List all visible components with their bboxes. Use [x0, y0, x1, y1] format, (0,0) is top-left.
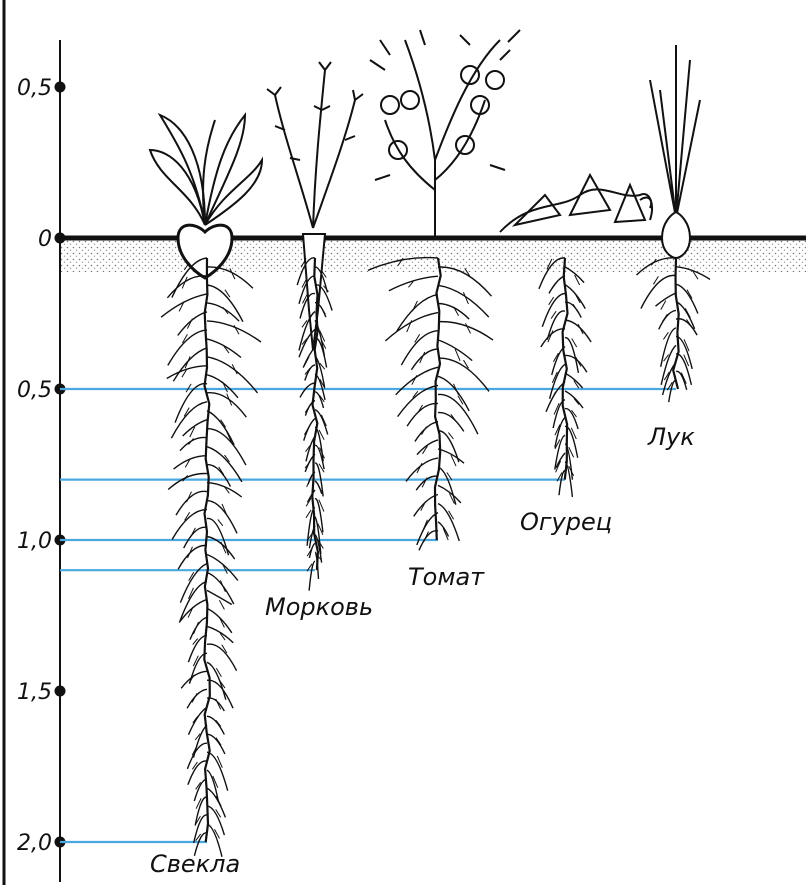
soil-band	[60, 238, 806, 272]
root-system-2	[368, 258, 493, 551]
axis-tick-0	[55, 82, 66, 93]
plant-label-0: Свекла	[150, 850, 240, 878]
root-system-3	[539, 258, 591, 497]
root-system-0	[161, 258, 261, 857]
root-system-4	[637, 258, 711, 402]
onion-plant	[650, 45, 700, 258]
axis-tick-1	[55, 233, 66, 244]
tomato-bush	[370, 30, 520, 236]
axis-tick-label-1: 0	[38, 227, 52, 252]
plant-label-3: Огурец	[520, 508, 612, 536]
axis-tick-label-3: 1,0	[17, 529, 52, 554]
axis-tick-4	[55, 686, 66, 697]
carrot-leaves	[267, 62, 363, 228]
plant-label-2: Томат	[408, 563, 485, 591]
carrot-root	[303, 234, 325, 350]
axis-tick-label-2: 0,5	[17, 378, 52, 403]
plant-roots	[161, 258, 710, 857]
plant-tops	[150, 30, 700, 350]
depth-axis-labels: 0,5 0 0,5 1,0 1,5 2,0	[17, 76, 52, 856]
beet-leaves	[150, 115, 262, 225]
plant-label-4: Лук	[647, 423, 695, 451]
axis-tick-label-4: 1,5	[17, 680, 52, 705]
plant-labels: Свекла Морковь Томат Огурец Лук	[150, 423, 695, 878]
axis-tick-label-5: 2,0	[17, 831, 52, 856]
plant-label-1: Морковь	[265, 593, 373, 621]
axis-tick-label-0: 0,5	[17, 76, 52, 101]
cucumber-vine	[500, 175, 652, 232]
